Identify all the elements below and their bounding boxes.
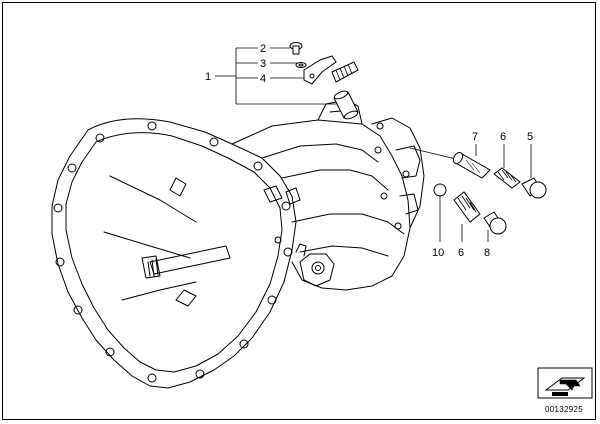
callout-5: 5	[527, 131, 533, 143]
diagram-frame	[2, 2, 596, 420]
shift-lock-parts	[289, 42, 359, 120]
callout-6-top: 6	[500, 131, 506, 143]
callout-labels: 1 2 3 4 7 6 5 10 6 8	[205, 43, 533, 259]
spring-part-6-top	[493, 167, 521, 189]
callout-10: 10	[432, 247, 444, 259]
callout-1: 1	[205, 71, 211, 83]
sleeve-part	[333, 90, 359, 120]
plug-part-5	[521, 177, 547, 199]
right-side-parts	[433, 151, 547, 235]
o-ring-part-10	[433, 183, 447, 197]
spring-part-4	[331, 61, 359, 83]
bracket-part-4	[303, 55, 337, 85]
plug-part-8	[483, 211, 507, 235]
callout-8: 8	[484, 247, 490, 259]
transmission-housing	[51, 99, 425, 389]
washer-part-3	[295, 62, 307, 68]
callout-4: 4	[260, 73, 266, 85]
document-number: 00132925	[545, 405, 583, 414]
bookmark-arrow-icon[interactable]	[537, 367, 593, 399]
callout-2: 2	[260, 43, 266, 55]
pin-part-7	[452, 151, 491, 179]
callout-6-bottom: 6	[458, 247, 464, 259]
bolt-part-2	[289, 42, 303, 55]
spring-part-6-bottom	[453, 191, 481, 223]
leader-lines	[215, 47, 532, 242]
callout-3: 3	[260, 58, 266, 70]
callout-7: 7	[472, 131, 478, 143]
